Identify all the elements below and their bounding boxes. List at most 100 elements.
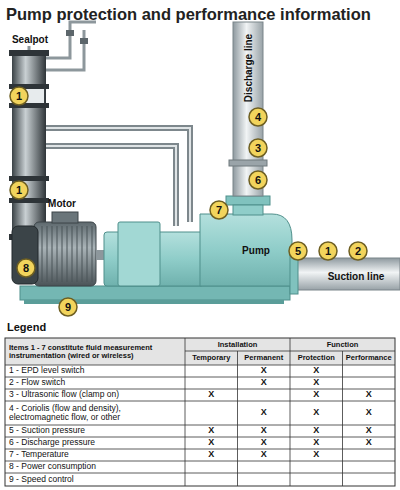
callout-circle [210,201,228,219]
part-label: Suction line [328,271,385,282]
sealpot-vessel [12,50,46,240]
table-row-label: 5 - Suction pressure [9,426,181,435]
callout-number: 8 [23,262,29,274]
motor-fin [42,226,43,282]
seal-pipe-highlight [46,146,176,226]
discharge-nozzle [233,205,263,215]
legend-table [5,338,395,486]
motor-body [34,222,96,286]
table-mark: X [366,438,372,448]
seal-piping [46,128,190,226]
table-mark: X [366,408,372,418]
valve [80,38,88,44]
table-row-label: 7 - Temperature [9,450,181,459]
table-mark: X [208,450,214,460]
part-label: Motor [48,198,76,209]
table-mark: X [208,390,214,400]
motor-fin [67,226,68,282]
callout-circle [289,242,307,260]
table-rule [5,401,395,402]
seal-pipe [46,146,176,226]
discharge-flange [226,196,270,205]
table-mark: X [261,438,267,448]
callout-number: 7 [216,204,222,216]
table-row-label: 8 - Power consumption [9,462,181,471]
pump-casing [200,214,292,286]
legend-heading: Legend [7,321,46,333]
table-mark: X [261,426,267,436]
coupling-guard [118,222,160,286]
callout-circle [349,242,367,260]
table-mark: X [366,426,372,436]
table-rule [185,338,186,486]
seal-pipe [46,128,190,222]
table-header-fill [5,338,395,365]
table-header: Protection [298,354,335,362]
callout-circle [249,171,267,189]
table-row-label: 2 - Flow switch [9,378,181,387]
table-mark: X [261,450,267,460]
table-grid [5,338,395,486]
part-label: Pump [242,245,270,256]
motor-fin [47,226,48,282]
motor-fin [57,226,58,282]
callout-number: 4 [255,111,261,123]
table-header: Items 1 - 7 constitute fluid measurement… [9,343,181,360]
table-header: Temporary [192,354,230,362]
table-border [5,338,395,486]
table-rule [237,351,238,486]
diagram-title: Pump protection and performance informat… [6,5,371,23]
callout-circle [319,242,337,260]
callout-number: 1 [16,184,22,196]
callout-number: 5 [295,245,301,257]
service-pipe [46,30,84,70]
table-mark: X [313,426,319,436]
table-mark: X [313,378,319,388]
table-mark: X [313,450,319,460]
callout-circles [10,87,367,316]
table-row-label: 9 - Speed control [9,475,181,484]
callout-circle [59,298,77,316]
table-mark: X [313,438,319,448]
motor-fin [87,226,88,282]
table-mark: X [261,366,267,376]
motor-fin [52,226,53,282]
callout-circle [10,181,28,199]
sealpot-sight-glass [14,89,44,103]
callout-number: 1 [16,90,22,102]
motor-fin [62,226,63,282]
terminal-box [52,212,78,223]
valve [66,30,74,36]
baseplate [20,286,290,300]
table-mark: X [261,408,267,418]
callout-number: 2 [355,245,361,257]
table-mark: X [208,438,214,448]
callout-number: 3 [255,142,261,154]
motor-fin [92,226,93,282]
callout-circle [17,259,35,277]
table-header: Function [327,340,359,348]
table-rule [5,473,395,474]
callout-circle [249,108,267,126]
pipe-flange [229,160,267,166]
callout-circle [10,87,28,105]
sealpot-flange [9,50,49,56]
motor-fin [72,226,73,282]
table-rule [290,338,291,486]
motor-end-cap [12,226,38,284]
table-row-label: 4 - Coriolis (flow and density), electro… [9,404,181,423]
table-mark: X [261,378,267,388]
motor [12,212,106,286]
table-row-label: 6 - Discharge pressure [9,438,181,447]
table-rule [342,351,343,486]
sealpot-flange [9,176,49,181]
table-mark: X [208,426,214,436]
table-header: Permanent [244,354,283,362]
suction-pipe [292,258,400,290]
motor-fins [42,226,92,282]
callout-number: 9 [65,301,71,313]
part-label: Sealpot [12,34,48,45]
part-label: Discharge line [243,34,254,102]
table-header: Installation [218,340,258,348]
